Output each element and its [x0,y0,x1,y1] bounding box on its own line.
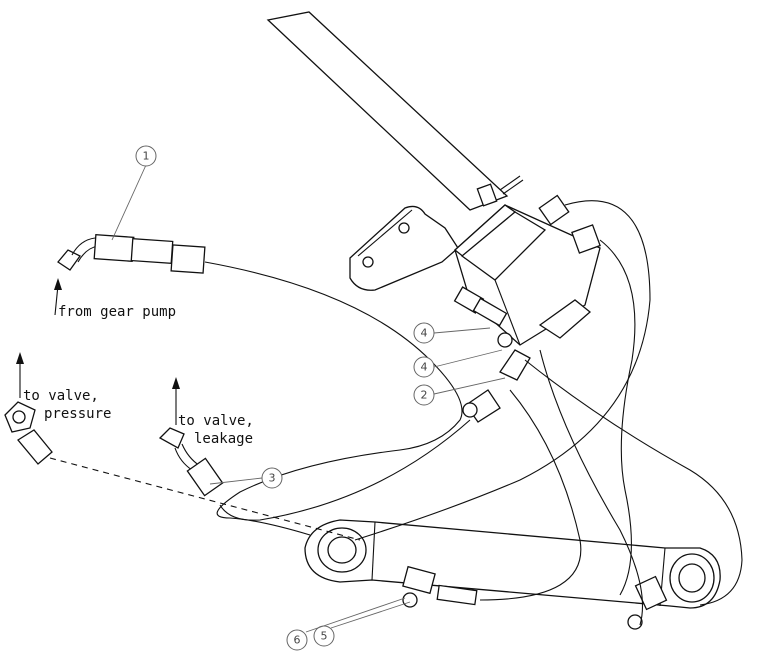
label-leakage-line1: to valve, [178,413,254,429]
hose-3 [158,419,471,521]
label-pressure-line1: to valve, [23,388,99,404]
arrows [16,278,180,425]
svg-text:4: 4 [421,361,428,374]
svg-text:6: 6 [294,634,301,647]
label-leakage-line2: leakage [194,431,253,447]
callout-2: 2 [413,377,506,406]
callout-5: 5 [313,601,411,647]
callout-6: 6 [286,597,406,651]
arrow-head-pressure [16,352,24,364]
svg-text:3: 3 [269,472,276,485]
valve-block [453,175,601,423]
callout-1: 1 [111,145,157,241]
label-from-gear-pump: from gear pump [58,304,176,320]
arrow-head-leakage [172,377,180,389]
svg-text:5: 5 [321,630,328,643]
mounting-bracket [349,205,459,291]
callout-4-upper: 4 [413,322,491,344]
hose-pressure [4,401,361,541]
callout-4-lower: 4 [413,349,503,378]
svg-text:1: 1 [143,150,150,163]
svg-text:2: 2 [421,389,428,402]
callout-3: 3 [209,467,283,489]
hose-1 [57,234,463,536]
svg-text:4: 4 [421,327,428,340]
label-pressure-line2: pressure [44,406,111,422]
hydraulic-cylinder [304,519,721,630]
arrow-head-gear-pump [54,278,62,290]
return-hoses [354,200,743,626]
mounting-bar [266,11,509,211]
